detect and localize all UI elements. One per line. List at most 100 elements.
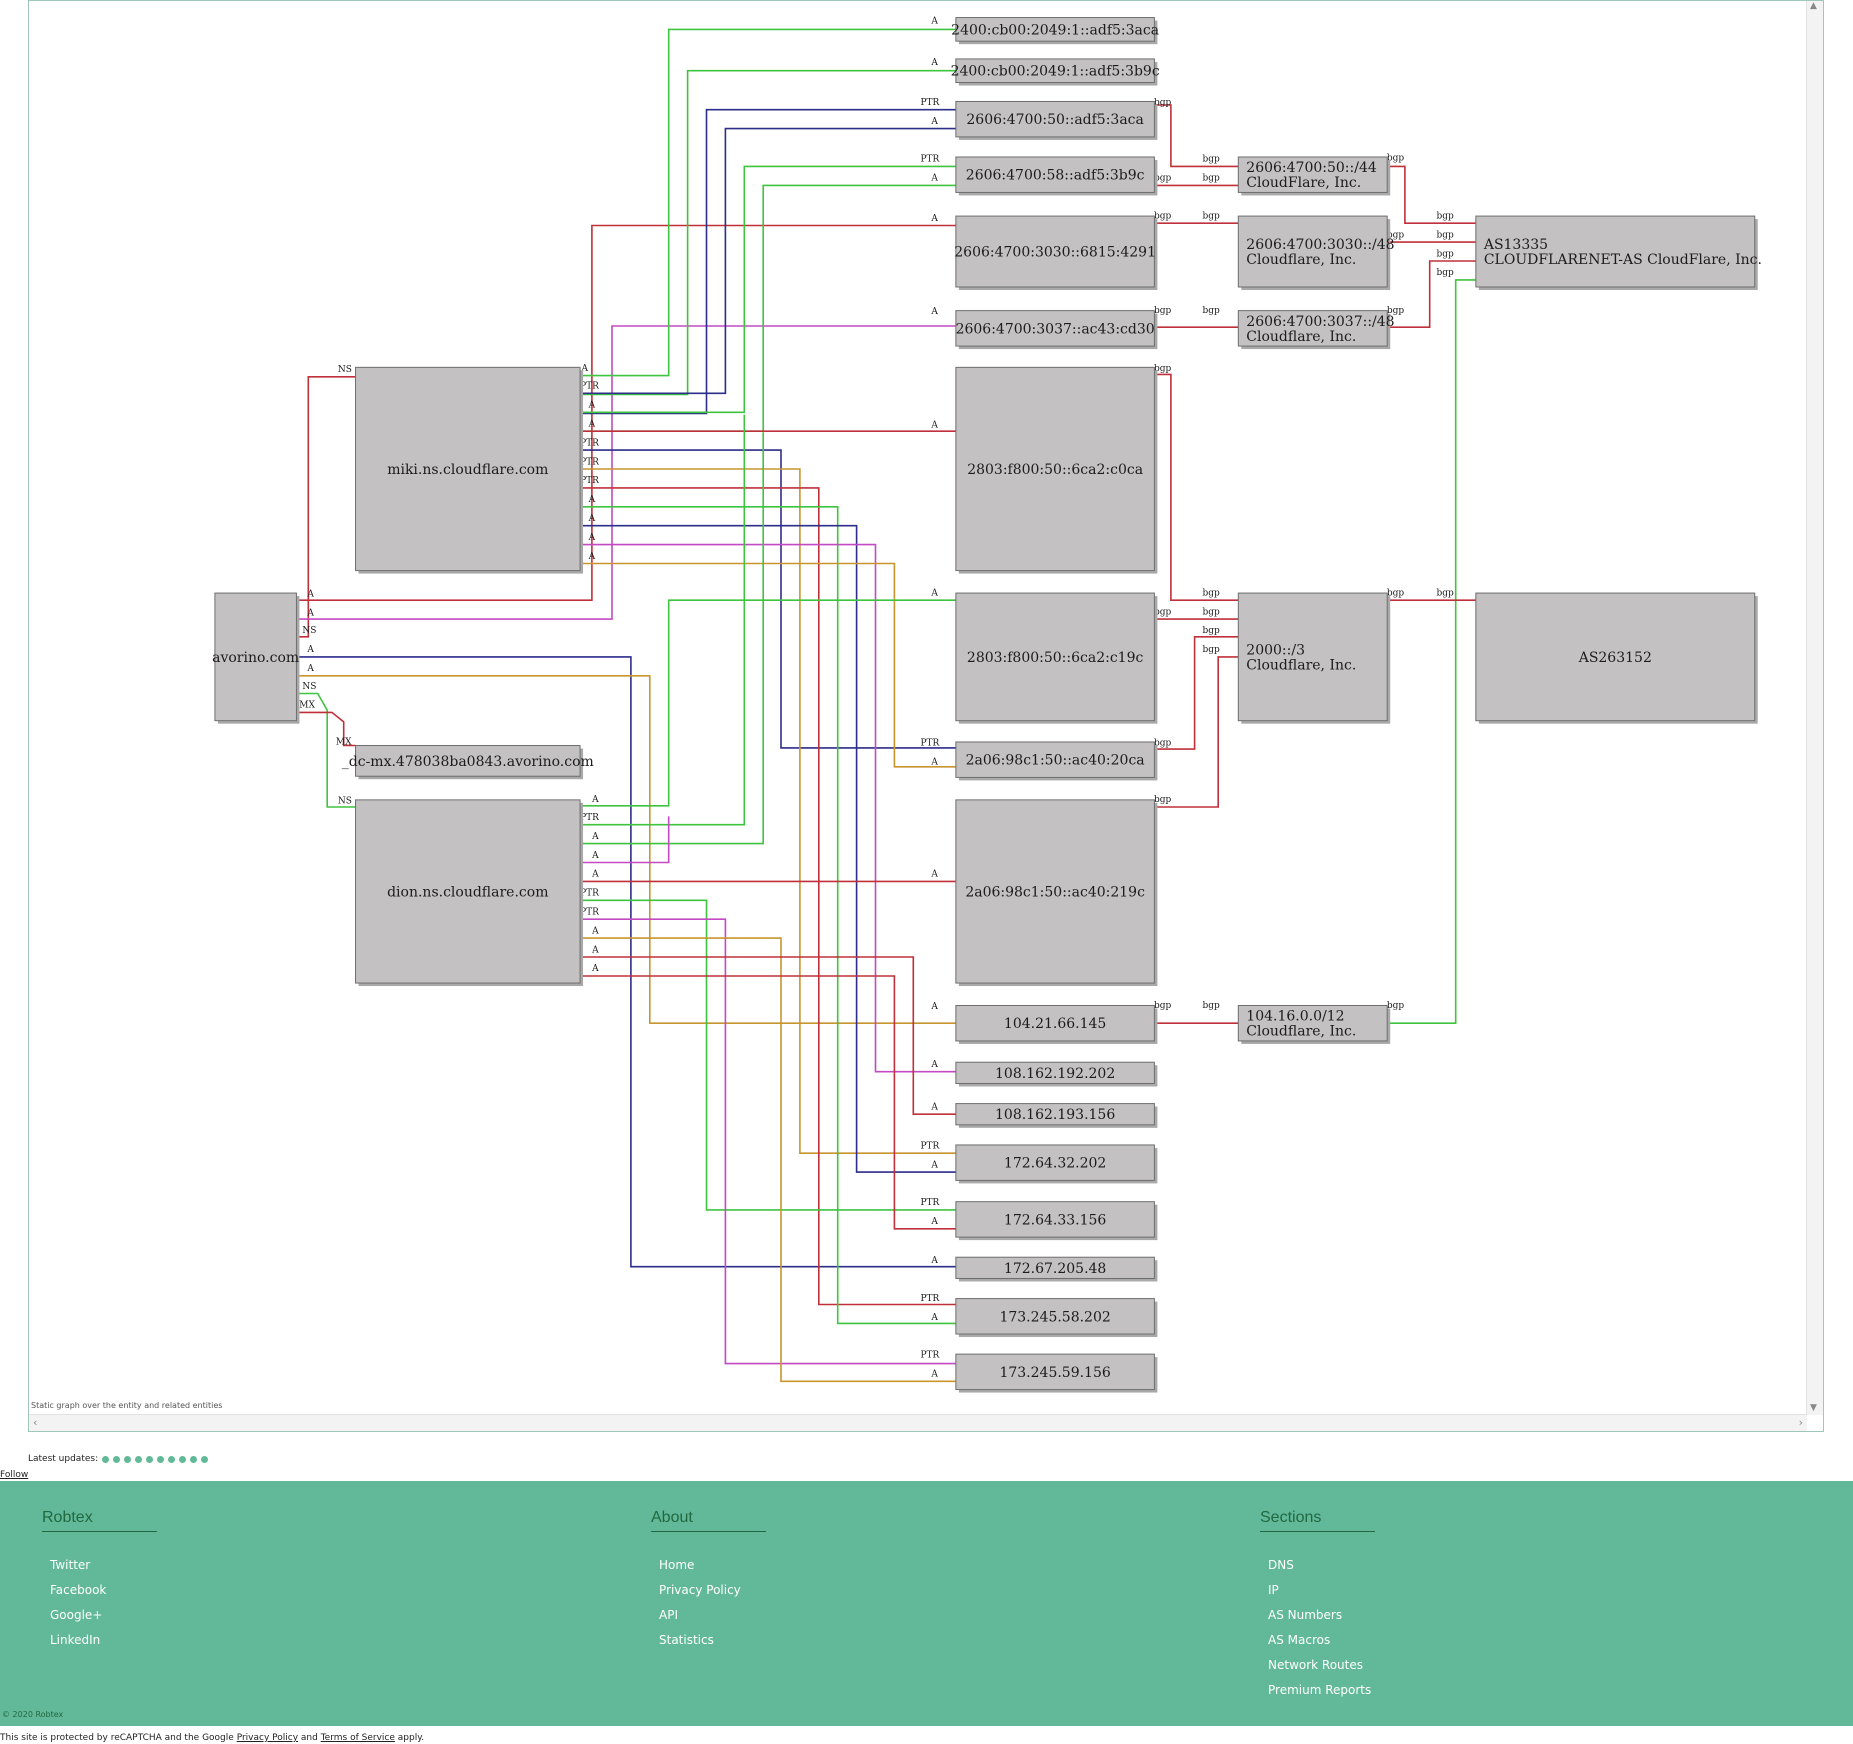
node-box[interactable] <box>955 1004 1155 1042</box>
node-ip-2a06-20ca[interactable]: 2a06:98c1:50::ac40:20ca <box>955 741 1158 781</box>
node-dion[interactable]: dion.ns.cloudflare.com <box>355 799 584 987</box>
horizontal-scrollbar[interactable]: ‹ › <box>29 1414 1807 1431</box>
footer-link-googleplus[interactable]: Google+ <box>50 1608 103 1622</box>
edge-label: A <box>930 870 938 880</box>
node-ip-172-64-202[interactable]: 172.64.32.202 <box>955 1144 1158 1184</box>
footer-link-api[interactable]: API <box>659 1608 678 1622</box>
node-ip-172-67[interactable]: 172.67.205.48 <box>955 1256 1158 1282</box>
node-ip-2a06-219c[interactable]: 2a06:98c1:50::ac40:219c <box>955 799 1158 987</box>
node-ip-108-202[interactable]: 108.162.192.202 <box>955 1061 1158 1087</box>
follow-link[interactable]: Follow <box>0 1470 29 1480</box>
edge-label: A <box>930 1217 938 1227</box>
node-box[interactable] <box>955 1353 1155 1391</box>
node-box[interactable] <box>955 366 1155 572</box>
node-ip-2400-3aca[interactable]: 2400:cb00:2049:1::adf5:3aca <box>951 17 1159 45</box>
node-box[interactable] <box>1237 215 1388 288</box>
node-box[interactable] <box>955 592 1155 722</box>
node-box[interactable] <box>955 215 1155 288</box>
footer-link-dns[interactable]: DNS <box>1268 1558 1294 1572</box>
update-dot[interactable] <box>179 1455 187 1463</box>
edge-label: A <box>588 552 596 562</box>
vertical-scrollbar[interactable]: ▲ ▼ <box>1806 1 1823 1415</box>
edge-line <box>580 432 764 845</box>
node-ip-104-21[interactable]: 104.21.66.145 <box>955 1004 1158 1044</box>
node-box[interactable] <box>1475 215 1756 288</box>
node-box[interactable] <box>1237 310 1388 347</box>
node-ip-2606-cd30[interactable]: 2606:4700:3037::ac43:cd30 <box>955 310 1158 350</box>
scroll-down-arrow-icon[interactable]: ▼ <box>1810 1403 1817 1413</box>
edge-label: A <box>591 945 599 955</box>
node-box[interactable] <box>214 592 297 722</box>
privacy-policy-link[interactable]: Privacy Policy <box>236 1733 299 1743</box>
update-dot[interactable] <box>190 1455 198 1463</box>
node-box[interactable] <box>1237 156 1388 193</box>
node-ip-108-156[interactable]: 108.162.193.156 <box>955 1103 1158 1128</box>
node-box[interactable] <box>355 799 581 984</box>
footer-link-ip[interactable]: IP <box>1268 1583 1279 1597</box>
node-ip-173-202[interactable]: 173.245.58.202 <box>955 1298 1158 1338</box>
footer-link-as-macros[interactable]: AS Macros <box>1268 1633 1331 1647</box>
footer-link-statistics[interactable]: Statistics <box>659 1633 714 1647</box>
node-box[interactable] <box>955 17 1155 42</box>
node-dcmx[interactable]: _dc-mx.478038ba0843.avorino.com <box>342 745 594 780</box>
footer-link-as-numbers[interactable]: AS Numbers <box>1268 1608 1343 1622</box>
update-dot[interactable] <box>157 1455 165 1463</box>
terms-of-service-link[interactable]: Terms of Service <box>320 1733 395 1743</box>
node-as263152[interactable]: AS263152 <box>1475 592 1758 724</box>
node-box[interactable] <box>955 1298 1155 1335</box>
node-ip-2606-3b9c[interactable]: 2606:4700:58::adf5:3b9c <box>955 156 1158 196</box>
scroll-up-arrow-icon[interactable]: ▲ <box>1810 1 1817 11</box>
update-dot[interactable] <box>113 1455 121 1463</box>
node-box[interactable] <box>955 1201 1155 1238</box>
footer-link-home[interactable]: Home <box>659 1558 695 1572</box>
node-ip-2606-6815[interactable]: 2606:4700:3030::6815:4291 <box>954 215 1158 290</box>
node-ip-2400-3b9c[interactable]: 2400:cb00:2049:1::adf5:3b9c <box>951 58 1160 86</box>
node-ip-2803-c0ca[interactable]: 2803:f800:50::6ca2:c0ca <box>955 366 1158 574</box>
update-dot[interactable] <box>135 1455 143 1463</box>
footer-link-linkedin[interactable]: LinkedIn <box>50 1633 101 1647</box>
node-box[interactable] <box>355 745 581 777</box>
node-box[interactable] <box>1475 592 1756 722</box>
edge-label: A <box>591 851 599 861</box>
update-dot[interactable] <box>124 1455 132 1463</box>
footer-link-twitter[interactable]: Twitter <box>50 1558 91 1572</box>
node-box[interactable] <box>955 741 1155 778</box>
footer-link-premium-reports[interactable]: Premium Reports <box>1268 1683 1372 1697</box>
node-box[interactable] <box>1237 1004 1388 1042</box>
node-box[interactable] <box>955 1061 1155 1084</box>
footer-link-facebook[interactable]: Facebook <box>50 1583 107 1597</box>
node-box[interactable] <box>955 1256 1155 1279</box>
node-box[interactable] <box>355 366 581 572</box>
node-ip-2803-c19c[interactable]: 2803:f800:50::6ca2:c19c <box>955 592 1158 724</box>
node-box[interactable] <box>955 58 1155 84</box>
node-ip-2606-3aca[interactable]: 2606:4700:50::adf5:3aca <box>955 100 1158 140</box>
footer-link-network-routes[interactable]: Network Routes <box>1268 1658 1364 1672</box>
node-box[interactable] <box>955 1103 1155 1126</box>
node-box[interactable] <box>1237 592 1388 722</box>
scroll-right-arrow-icon[interactable]: › <box>1798 1416 1803 1429</box>
node-avorino[interactable]: avorino.com <box>212 592 300 724</box>
footer-robtex-column: Robtex Twitter Facebook Google+ LinkedIn <box>42 1509 157 1650</box>
node-ip-172-64-156[interactable]: 172.64.33.156 <box>955 1201 1158 1241</box>
node-box[interactable] <box>955 310 1155 347</box>
update-dot[interactable] <box>146 1455 154 1463</box>
edge-label: bgp <box>1387 1001 1405 1011</box>
update-dot[interactable] <box>102 1455 110 1463</box>
scroll-left-arrow-icon[interactable]: ‹ <box>33 1416 38 1429</box>
node-box[interactable] <box>955 799 1155 984</box>
update-dot[interactable] <box>168 1455 176 1463</box>
footer-link-privacy-policy[interactable]: Privacy Policy <box>659 1583 741 1597</box>
node-box[interactable] <box>955 100 1155 138</box>
node-miki[interactable]: miki.ns.cloudflare.com <box>355 366 584 574</box>
node-ip-173-156[interactable]: 173.245.59.156 <box>955 1353 1158 1393</box>
node-box[interactable] <box>955 1144 1155 1181</box>
update-dot[interactable] <box>201 1455 209 1463</box>
node-box[interactable] <box>955 156 1155 193</box>
